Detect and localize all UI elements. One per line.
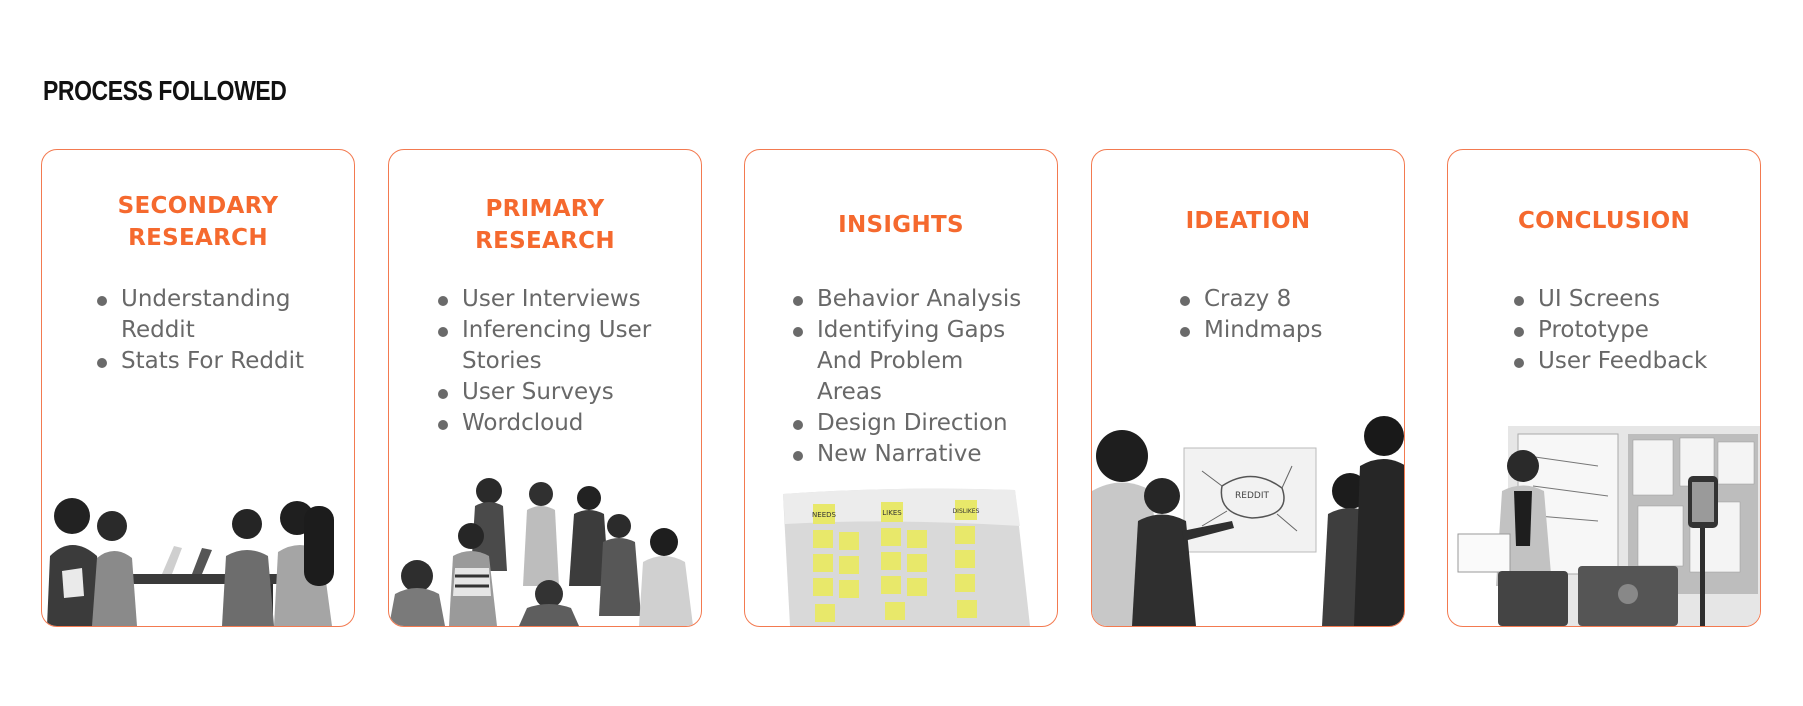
card-bullet-list: UI Screens Prototype User Feedback [1514,284,1744,377]
list-item: Understanding Reddit [97,284,337,346]
process-card-secondary-research: SECONDARY RESEARCH Understanding Reddit … [41,149,355,627]
process-card-primary-research: PRIMARY RESEARCH User Interviews Inferen… [388,149,702,627]
process-card-conclusion: CONCLUSION UI Screens Prototype User Fee… [1447,149,1761,627]
list-item: New Narrative [793,439,1033,470]
list-item: Behavior Analysis [793,284,1033,315]
list-item: Prototype [1514,315,1744,346]
svg-text:NEEDS: NEEDS [812,511,836,519]
card-title: CONCLUSION [1518,208,1690,234]
list-item: Identifying Gaps And Problem Areas [793,315,1033,408]
card-bullet-list: User Interviews Inferencing User Stories… [438,284,688,439]
list-item: UI Screens [1514,284,1744,315]
mindmap-session-photo: REDDIT [1092,396,1404,626]
group-interview-photo [389,476,701,626]
team-research-photo [42,486,354,626]
card-title: IDEATION [1185,208,1311,234]
list-item: Inferencing User Stories [438,315,688,377]
process-card-ideation: IDEATION Crazy 8 Mindmaps REDDIT [1091,149,1405,627]
list-item: Design Direction [793,408,1033,439]
page-title: PROCESS FOLLOWED [43,75,287,106]
user-testing-photo [1448,406,1760,626]
card-bullet-list: Behavior Analysis Identifying Gaps And P… [793,284,1033,470]
list-item: Crazy 8 [1180,284,1380,315]
sticky-notes-board-photo: NEEDS LIKES DISLIKES [745,486,1057,626]
list-item: User Feedback [1514,346,1744,377]
card-bullet-list: Understanding Reddit Stats For Reddit [97,284,337,377]
card-bullet-list: Crazy 8 Mindmaps [1180,284,1380,346]
svg-text:REDDIT: REDDIT [1235,491,1269,501]
card-title: SECONDARY RESEARCH [117,193,279,251]
card-title: INSIGHTS [838,212,964,238]
process-card-insights: INSIGHTS Behavior Analysis Identifying G… [744,149,1058,627]
card-title: PRIMARY RESEARCH [475,196,615,254]
list-item: Wordcloud [438,408,688,439]
list-item: User Interviews [438,284,688,315]
svg-text:LIKES: LIKES [882,509,902,517]
list-item: Stats For Reddit [97,346,337,377]
svg-text:DISLIKES: DISLIKES [953,508,980,515]
list-item: Mindmaps [1180,315,1380,346]
list-item: User Surveys [438,377,688,408]
